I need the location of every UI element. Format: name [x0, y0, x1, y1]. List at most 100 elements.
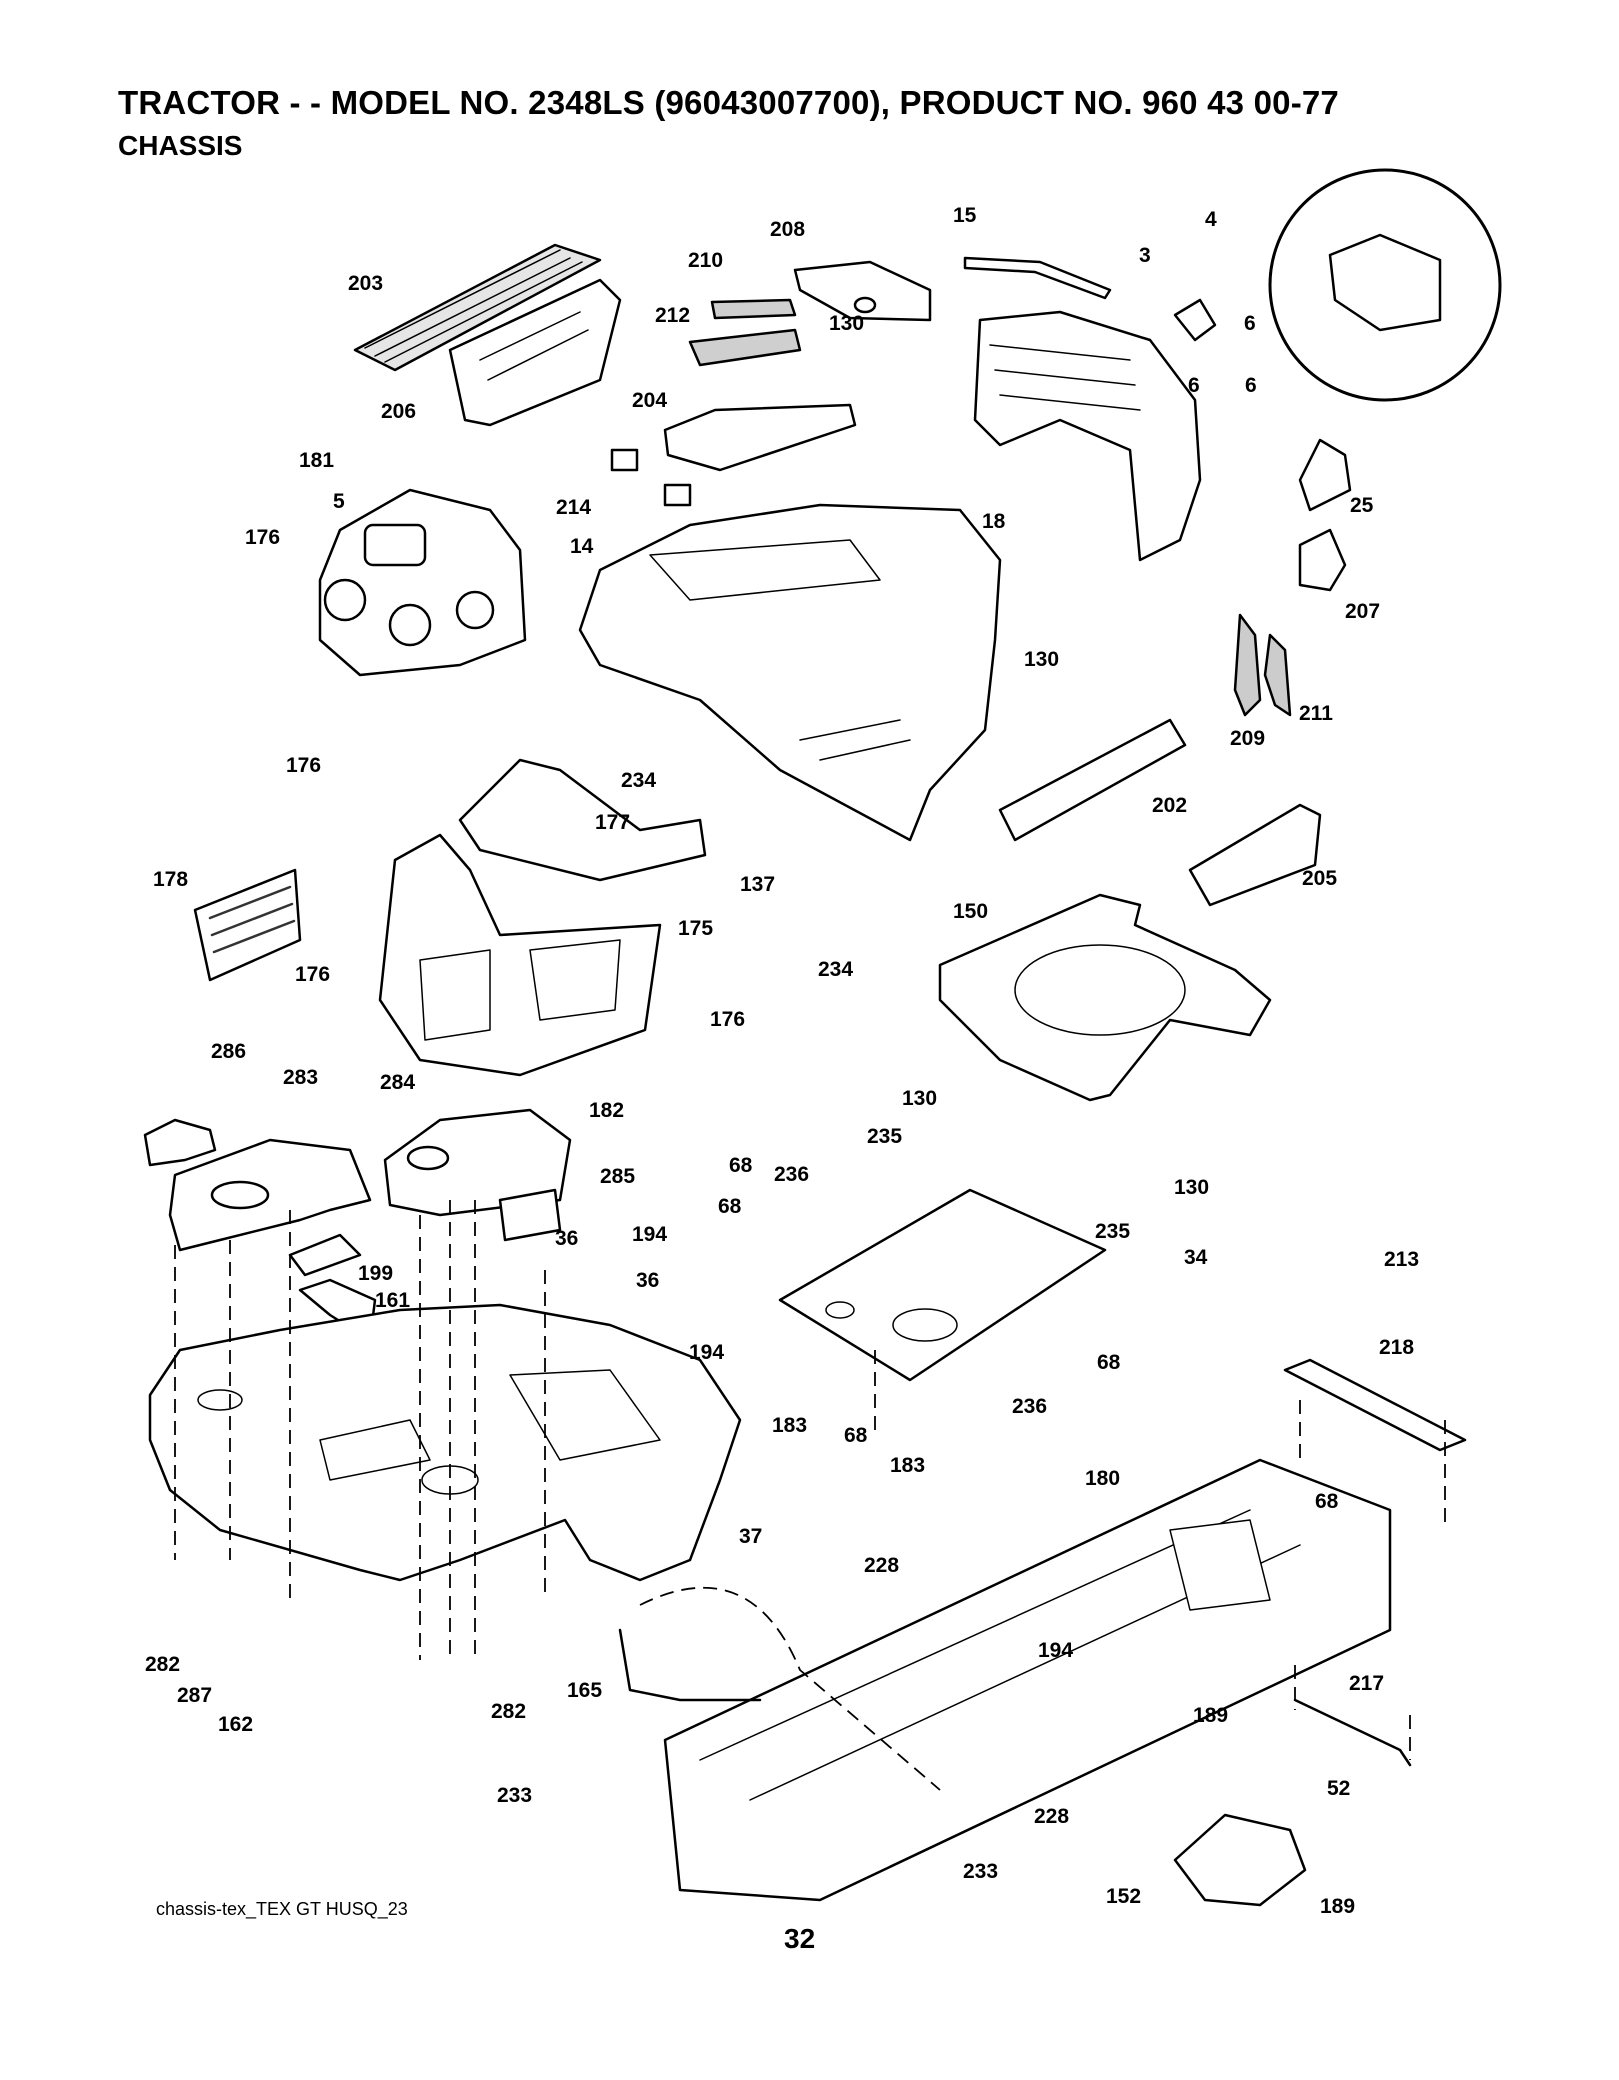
callout-211: 211: [1299, 702, 1333, 725]
trim-cap-part: [1298, 438, 1352, 512]
grille-insert-parts: [688, 298, 802, 367]
callout-137: 137: [740, 873, 775, 896]
callout-177: 177: [595, 811, 630, 834]
right-fender-cover-part: [383, 1108, 572, 1217]
callout-199: 199: [358, 1262, 393, 1285]
callout-176: 176: [710, 1008, 745, 1031]
callout-210: 210: [688, 249, 723, 272]
callout-217: 217: [1349, 1672, 1384, 1695]
callout-68: 68: [844, 1424, 868, 1447]
callout-233: 233: [963, 1860, 998, 1883]
side-trim-part: [1188, 803, 1322, 907]
callout-285: 285: [600, 1165, 635, 1188]
trim-strip-part: [963, 256, 1112, 300]
side-panel-part: [973, 310, 1202, 562]
bracket-part-152: [1173, 1813, 1307, 1907]
bracket-part-218: [1283, 1358, 1467, 1452]
callout-205: 205: [1302, 867, 1337, 890]
callout-4: 4: [1205, 208, 1217, 231]
callout-152: 152: [1106, 1885, 1141, 1908]
handle-part: [498, 1188, 562, 1242]
callout-176: 176: [295, 963, 330, 986]
callout-189: 189: [1193, 1704, 1228, 1727]
mounting-plate-part: [778, 1188, 1107, 1382]
headlight-lens-part: [793, 260, 932, 322]
callout-233: 233: [497, 1784, 532, 1807]
callout-283: 283: [283, 1066, 318, 1089]
callout-286: 286: [211, 1040, 246, 1063]
callout-150: 150: [953, 900, 988, 923]
callout-228: 228: [1034, 1805, 1069, 1828]
clip-part: [663, 483, 692, 507]
callout-235: 235: [867, 1125, 902, 1148]
callout-15: 15: [953, 204, 977, 227]
callout-34: 34: [1184, 1246, 1208, 1269]
callout-282: 282: [145, 1653, 180, 1676]
callout-18: 18: [982, 510, 1006, 533]
callout-203: 203: [348, 272, 383, 295]
callout-209: 209: [1230, 727, 1265, 750]
callout-208: 208: [770, 218, 805, 241]
callout-204: 204: [632, 389, 667, 412]
callout-236: 236: [1012, 1395, 1047, 1418]
callout-228: 228: [864, 1554, 899, 1577]
callout-206: 206: [381, 400, 416, 423]
callout-214: 214: [556, 496, 591, 519]
callout-162: 162: [218, 1713, 253, 1736]
clip-part: [610, 448, 639, 472]
lower-dash-part: [378, 833, 662, 1077]
callout-14: 14: [570, 535, 594, 558]
callout-130: 130: [1024, 648, 1059, 671]
section-subtitle: CHASSIS: [118, 130, 243, 161]
callout-176: 176: [286, 754, 321, 777]
callout-68: 68: [1097, 1351, 1121, 1374]
trim-cap-part: [1298, 528, 1347, 592]
callout-130: 130: [902, 1087, 937, 1110]
headlight-grille-part: [1263, 633, 1292, 717]
hood-part: [578, 503, 1002, 842]
fender-deck-part: [148, 1303, 742, 1582]
dashboard-part: [318, 488, 527, 677]
callout-194: 194: [632, 1223, 667, 1246]
bracket-part-3: [1173, 298, 1217, 342]
callout-189: 189: [1320, 1895, 1355, 1918]
callout-130: 130: [1174, 1176, 1209, 1199]
callout-161: 161: [375, 1289, 410, 1312]
callout-68: 68: [718, 1195, 742, 1218]
callout-202: 202: [1152, 794, 1187, 817]
shift-knob-part: [143, 1118, 217, 1167]
callout-5: 5: [333, 490, 345, 513]
callout-182: 182: [589, 1099, 624, 1122]
front-grille-part: [353, 243, 602, 372]
callout-287: 287: [177, 1684, 212, 1707]
callout-37: 37: [739, 1525, 762, 1548]
callout-284: 284: [380, 1071, 415, 1094]
callout-3: 3: [1139, 244, 1151, 267]
callout-212: 212: [655, 304, 690, 327]
callout-183: 183: [890, 1454, 925, 1477]
callout-130: 130: [829, 312, 864, 335]
callout-165: 165: [567, 1679, 602, 1702]
callout-235: 235: [1095, 1220, 1130, 1243]
callout-183: 183: [772, 1414, 807, 1437]
callout-234: 234: [621, 769, 656, 792]
callout-207: 207: [1345, 600, 1380, 623]
callout-68: 68: [729, 1154, 753, 1177]
cover-plate-part: [288, 1233, 362, 1277]
page-number: 32: [784, 1923, 816, 1954]
callout-236: 236: [774, 1163, 809, 1186]
battery-tray-part: [938, 893, 1272, 1102]
headlight-grille-part: [1233, 613, 1262, 717]
rod-part: [618, 1628, 762, 1702]
callout-213: 213: [1384, 1248, 1419, 1271]
assembly-guide-lines: [174, 1200, 1446, 1791]
drawing-reference: chassis-tex_TEX GT HUSQ_23: [156, 1899, 408, 1919]
callout-175: 175: [678, 917, 713, 940]
callout-180: 180: [1085, 1467, 1120, 1490]
grille-bracket-part: [448, 278, 622, 427]
callout-52: 52: [1327, 1777, 1350, 1800]
callout-6: 6: [1245, 374, 1257, 397]
callout-181: 181: [299, 449, 334, 472]
callout-68: 68: [1315, 1490, 1339, 1513]
